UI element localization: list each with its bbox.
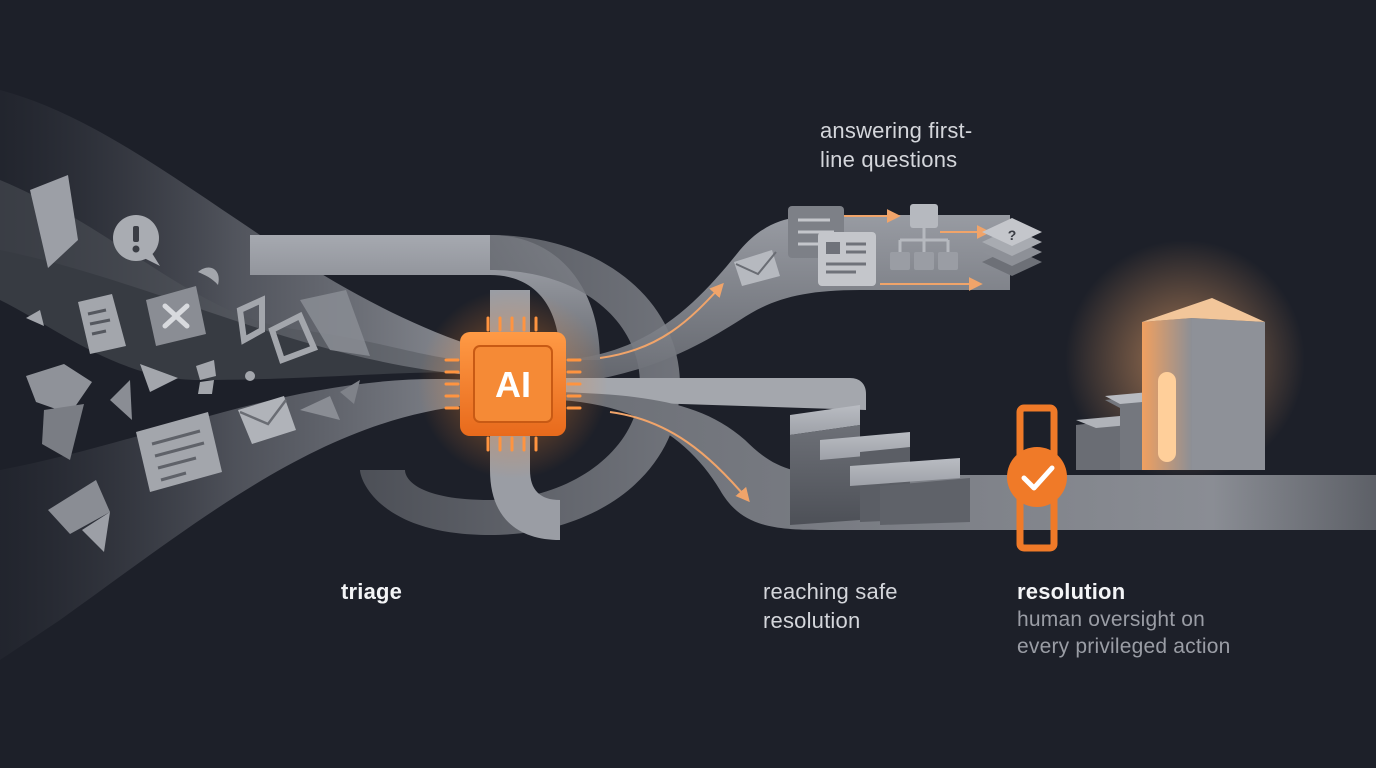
svg-text:?: ? [1008,227,1017,243]
chat-lines-icon [818,232,876,286]
resolution-title: resolution [1017,577,1125,606]
chip-label: AI [495,364,531,405]
answering-label: answering first- line questions [820,116,1040,174]
safe-resolution-label: reaching safe resolution [763,577,963,635]
ai-chip: AI [418,289,608,479]
staircase [790,405,970,525]
resolution-detail: human oversight on every privileged acti… [1017,606,1277,660]
resolution-tower [1065,240,1305,480]
triage-label: triage [341,577,402,606]
